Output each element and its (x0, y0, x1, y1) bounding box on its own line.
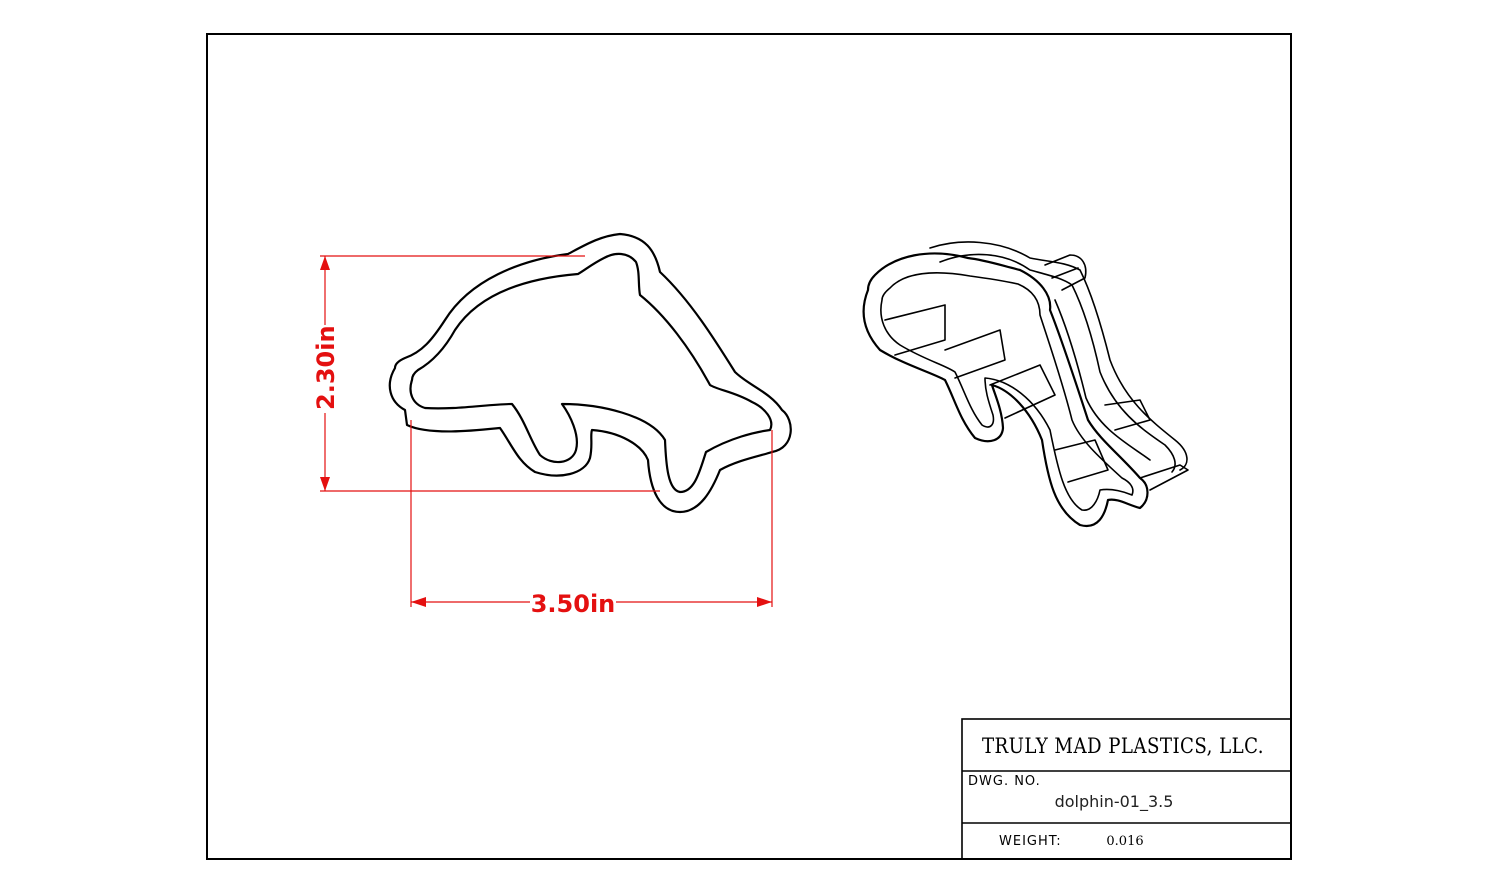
iso-front-inner (880, 272, 1134, 511)
iso-wall-4 (1054, 439, 1109, 483)
dwg-no-label: DWG. NO. (968, 774, 1041, 789)
height-label: 2.30in (312, 325, 340, 410)
company-name: TRULY MAD PLASTICS, LLC. (982, 734, 1264, 758)
height-dimension: 2.30in (312, 255, 660, 492)
iso-wall-5 (1104, 399, 1151, 431)
sheet-border (206, 33, 1292, 860)
dolphin-front-view (388, 232, 792, 514)
iso-back-rim-3 (1054, 299, 1151, 461)
iso-back-rim (929, 241, 1188, 471)
iso-fin-prong-2 (1051, 267, 1079, 279)
iso-tail-wall (1139, 464, 1189, 491)
dwg-no-value: dolphin-01_3.5 (1055, 792, 1174, 812)
iso-fin-prong (1044, 254, 1087, 291)
dolphin-inner-outline (409, 252, 773, 494)
iso-back-rim-2 (939, 253, 1176, 473)
iso-wall-3 (989, 364, 1056, 419)
title-block: TRULY MAD PLASTICS, LLC. DWG. NO. dolphi… (961, 718, 1292, 860)
iso-wall-1 (884, 304, 946, 356)
iso-front-outer (862, 252, 1149, 528)
weight-value: 0.016 (1106, 834, 1143, 849)
iso-wall-2 (944, 329, 1006, 379)
weight-label: WEIGHT: (999, 834, 1062, 849)
dolphin-isometric-view (862, 241, 1189, 528)
width-dimension: 3.50in (410, 420, 773, 618)
width-label: 3.50in (531, 590, 616, 618)
dolphin-outer-outline (388, 232, 792, 514)
